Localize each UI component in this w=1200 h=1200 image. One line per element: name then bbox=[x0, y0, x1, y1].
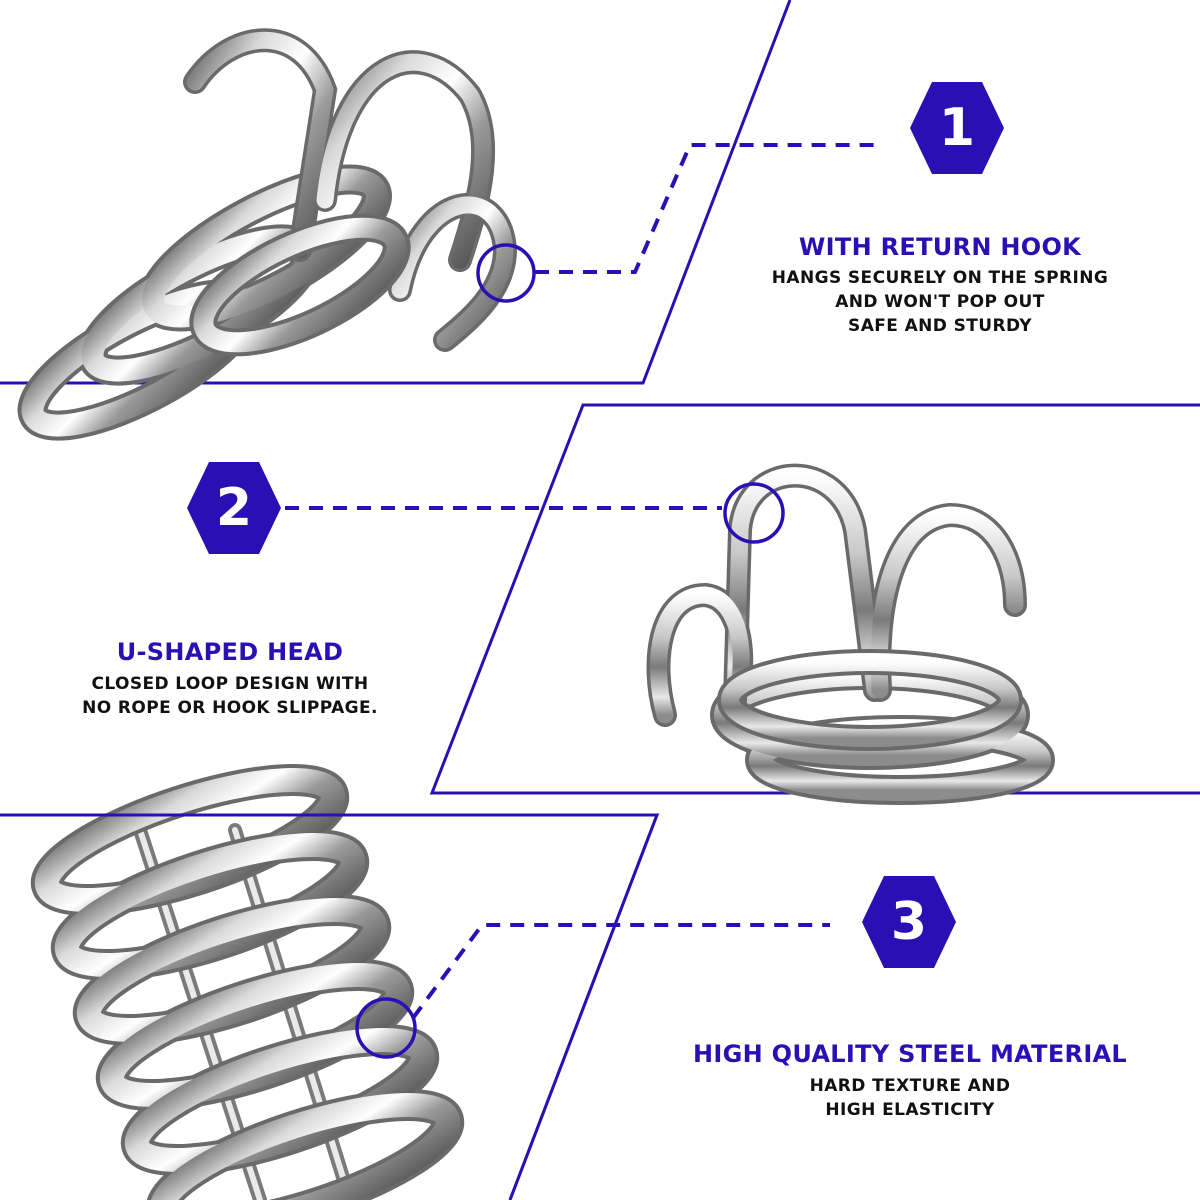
badge-number-3: 3 bbox=[890, 892, 928, 952]
feature-title-1: WITH RETURN HOOK bbox=[798, 233, 1082, 261]
spring-hook-photo-2 bbox=[646, 463, 1055, 805]
feature-desc-1-line-1: HANGS SECURELY ON THE SPRING bbox=[771, 268, 1109, 288]
feature-desc-1-line-2: AND WON'T POP OUT bbox=[835, 292, 1045, 312]
magnifier-circle-icon bbox=[355, 997, 417, 1059]
feature-title-2: U-SHAPED HEAD bbox=[116, 638, 344, 666]
badge-number-2: 2 bbox=[215, 478, 253, 538]
hexagon-badges bbox=[187, 82, 1004, 968]
magnifier-circle-icon bbox=[723, 482, 785, 544]
leader-3 bbox=[411, 923, 830, 1020]
hexagon-number-icon bbox=[910, 82, 1004, 174]
panel-1-frame bbox=[0, 0, 792, 385]
leader-1 bbox=[535, 143, 878, 274]
feature-desc-3: HARD TEXTURE AND HIGH ELASTICITY bbox=[640, 1074, 1180, 1122]
callout-leaders bbox=[285, 143, 878, 1020]
feature-desc-2: CLOSED LOOP DESIGN WITH NO ROPE OR HOOK … bbox=[30, 672, 430, 720]
feature-desc-1: HANGS SECURELY ON THE SPRING AND WON'T P… bbox=[720, 266, 1160, 338]
feature-desc-1-line-3: SAFE AND STURDY bbox=[848, 316, 1032, 336]
magnifier-circle-icon bbox=[476, 243, 536, 303]
panel-3-mask bbox=[510, 815, 1200, 1200]
badge-number-1: 1 bbox=[938, 98, 976, 158]
spring-photo-3 bbox=[30, 764, 465, 1200]
feature-desc-3-line-1: HARD TEXTURE AND bbox=[809, 1076, 1011, 1096]
hexagon-number-icon bbox=[862, 876, 956, 968]
spring-hook-photo-1 bbox=[17, 28, 518, 441]
panel-3-frame-front bbox=[0, 813, 660, 1200]
callout-circles bbox=[355, 243, 785, 1059]
feature-title-3: HIGH QUALITY STEEL MATERIAL bbox=[692, 1040, 1128, 1068]
feature-desc-2-line-2: NO ROPE OR HOOK SLIPPAGE. bbox=[82, 698, 378, 718]
feature-desc-2-line-1: CLOSED LOOP DESIGN WITH bbox=[91, 674, 369, 694]
hexagon-number-icon bbox=[187, 462, 281, 554]
feature-desc-3-line-2: HIGH ELASTICITY bbox=[825, 1100, 995, 1120]
